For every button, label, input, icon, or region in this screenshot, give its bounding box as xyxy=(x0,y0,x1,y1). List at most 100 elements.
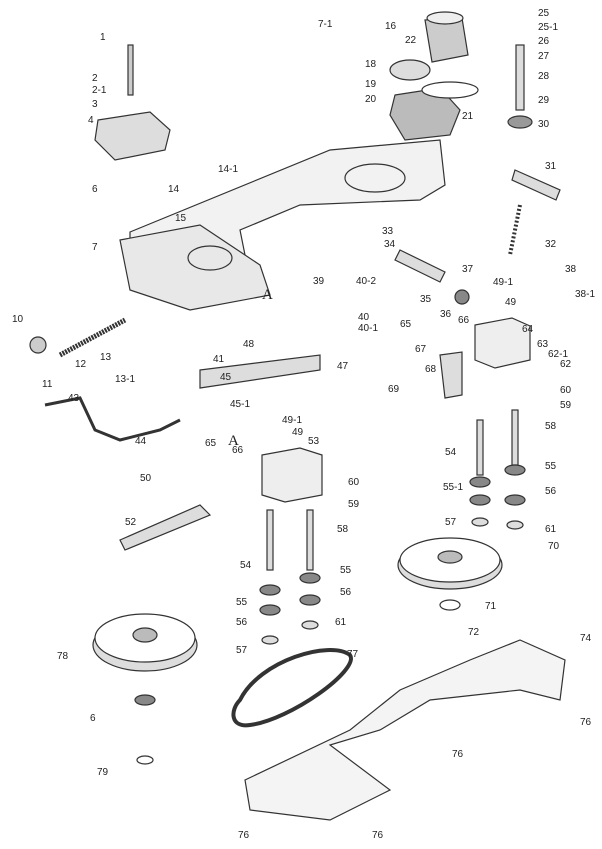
part-label-60: 60 xyxy=(348,477,360,488)
part-label-3: 3 xyxy=(92,99,98,110)
part-label-18: 18 xyxy=(365,59,377,70)
pulley-70 xyxy=(397,537,503,590)
part-label-77: 77 xyxy=(347,649,359,660)
part-label-30: 30 xyxy=(538,119,550,130)
bearing-30 xyxy=(507,115,533,129)
cover-disc xyxy=(421,81,479,99)
part-label-76: 76 xyxy=(580,717,592,728)
part-label-57: 57 xyxy=(445,517,457,528)
part-label-14-1: 14-1 xyxy=(218,164,239,175)
block-64 xyxy=(474,317,531,369)
part-label-50: 50 xyxy=(140,473,152,484)
part-label-56: 56 xyxy=(545,486,557,497)
part-label-71: 71 xyxy=(485,601,497,612)
part-label-40: 40 xyxy=(358,312,370,323)
part-label-27: 27 xyxy=(538,51,550,62)
part-label-7: 7 xyxy=(92,242,98,253)
part-label-61: 61 xyxy=(335,617,347,628)
part-label-54: 54 xyxy=(445,447,457,458)
part-label-44: 44 xyxy=(135,436,147,447)
block-53 xyxy=(261,447,323,503)
part-label-40-2: 40-2 xyxy=(356,276,377,287)
part-label-79: 79 xyxy=(97,767,109,778)
lead-screw-13 xyxy=(58,317,127,358)
part-label-68: 68 xyxy=(425,364,437,375)
shaft-28 xyxy=(515,44,525,111)
blade-guard-74 xyxy=(244,639,566,821)
part-label-32: 32 xyxy=(545,239,557,250)
part-label-65: 65 xyxy=(400,319,412,330)
part-label-19: 19 xyxy=(365,79,377,90)
shaft-stack-left xyxy=(259,409,526,645)
part-label-45-1: 45-1 xyxy=(230,399,251,410)
part-label-7-1: 7-1 xyxy=(318,19,333,30)
shaft-35 xyxy=(394,249,446,283)
part-label-41: 41 xyxy=(213,354,225,365)
part-label-47: 47 xyxy=(337,361,349,372)
part-label-49-1: 49-1 xyxy=(493,277,514,288)
part-label-11: 11 xyxy=(42,379,53,390)
part-label-66: 66 xyxy=(232,445,244,456)
part-label-26: 26 xyxy=(538,36,550,47)
part-label-56: 56 xyxy=(236,617,248,628)
part-label-15: 15 xyxy=(175,213,187,224)
part-label-13-1: 13-1 xyxy=(115,374,136,385)
part-label-66: 66 xyxy=(458,315,470,326)
wheel-housing xyxy=(344,163,406,193)
washer-71 xyxy=(439,599,461,611)
spring-32 xyxy=(508,204,522,256)
part-label-33: 33 xyxy=(382,226,394,237)
part-label-65: 65 xyxy=(205,438,217,449)
part-label-61: 61 xyxy=(545,524,557,535)
bearing-6 xyxy=(134,694,156,706)
part-label-6: 6 xyxy=(92,184,98,195)
flange-18 xyxy=(389,59,431,81)
guide-bar-48 xyxy=(199,354,321,389)
part-label-59: 59 xyxy=(560,400,572,411)
part-label-45: 45 xyxy=(220,372,232,383)
part-label-48: 48 xyxy=(243,339,255,350)
part-label-28: 28 xyxy=(538,71,550,82)
part-label-67: 67 xyxy=(415,344,427,355)
part-label-55: 55 xyxy=(340,565,352,576)
part-label-37: 37 xyxy=(462,264,474,275)
bolt-1 xyxy=(127,44,134,96)
part-label-20: 20 xyxy=(365,94,377,105)
part-label-76: 76 xyxy=(372,830,384,841)
part-label-55-1: 55-1 xyxy=(443,482,464,493)
part-label-57: 57 xyxy=(236,645,248,656)
part-label-53: 53 xyxy=(308,436,320,447)
part-label-1: 1 xyxy=(100,32,106,43)
part-label-72: 72 xyxy=(468,627,480,638)
part-label-35: 35 xyxy=(420,294,432,305)
part-label-63: 63 xyxy=(537,339,549,350)
part-label-62: 62 xyxy=(560,359,572,370)
part-label-36: 36 xyxy=(440,309,452,320)
part-label-70: 70 xyxy=(548,541,560,552)
washer-79 xyxy=(136,755,154,765)
part-label-25: 25 xyxy=(538,8,550,19)
part-label-2: 2 xyxy=(92,73,98,84)
pulley-78 xyxy=(92,613,198,672)
part-label-16: 16 xyxy=(385,21,397,32)
part-label-34: 34 xyxy=(384,239,396,250)
part-label-54: 54 xyxy=(240,560,252,571)
block-4 xyxy=(94,111,171,161)
blade-77 xyxy=(231,648,353,728)
handle-44 xyxy=(44,396,181,442)
part-label-58: 58 xyxy=(337,524,349,535)
base-casting xyxy=(119,224,271,311)
section-mark: A xyxy=(228,433,239,449)
part-label-69: 69 xyxy=(388,384,400,395)
part-label-12: 12 xyxy=(75,359,87,370)
part-label-39: 39 xyxy=(313,276,325,287)
blade-guide-52 xyxy=(119,504,212,551)
part-label-10: 10 xyxy=(12,314,24,325)
part-label-22: 22 xyxy=(405,35,417,46)
handwheel-10 xyxy=(29,336,47,354)
plate-67 xyxy=(439,351,463,399)
part-label-55: 55 xyxy=(236,597,248,608)
part-label-4: 4 xyxy=(88,115,94,126)
part-label-40-1: 40-1 xyxy=(358,323,379,334)
